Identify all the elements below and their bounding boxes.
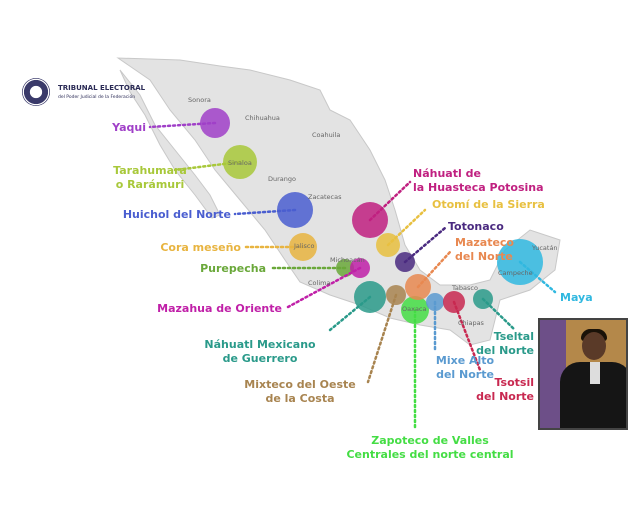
state-label: Oaxaca [402, 305, 427, 313]
state-label: Yucatán [531, 244, 558, 252]
logo-subtitle: del Poder Judicial de la Federación [58, 95, 136, 100]
state-label: Coahuila [312, 131, 340, 139]
leader-line [173, 160, 242, 172]
leader-line [452, 300, 482, 372]
state-label: Durango [268, 175, 296, 183]
state-labels: Sonora Chihuahua Coahuila Sinaloa Durang… [188, 96, 558, 327]
leader-line [386, 208, 427, 247]
leader-line [481, 297, 517, 332]
language-label: Otomí de la Sierra [432, 198, 545, 211]
language-label: Purepecha [200, 262, 266, 275]
leader-line [233, 208, 297, 216]
leader-line [368, 180, 412, 222]
language-label: Mazahua de Oriente [157, 302, 282, 315]
tribunal-seal-logo [22, 78, 50, 106]
language-label: Maya [560, 291, 593, 304]
state-label: Colima [308, 279, 330, 287]
leader-line [518, 260, 557, 294]
leader-line [416, 250, 452, 289]
state-label: Jalisco [293, 242, 314, 250]
state-label: Tabasco [451, 284, 478, 292]
state-label: Michoacán [330, 256, 365, 264]
language-label: Totonaco [448, 220, 504, 233]
state-label: Campeche [498, 269, 533, 277]
language-label: Huichol del Norte [123, 208, 231, 221]
sign-language-interpreter-video [538, 318, 628, 430]
state-label: Zacatecas [308, 193, 342, 201]
state-label: Chiapas [458, 319, 485, 327]
language-label: Cora meseño [160, 241, 241, 254]
logo-title: TRIBUNAL ELECTORAL [58, 84, 146, 92]
leader-line [366, 293, 398, 384]
leader-line [286, 266, 362, 309]
state-label: Sinaloa [228, 159, 252, 167]
language-label: Yaqui [111, 121, 146, 134]
mexico-land [116, 57, 561, 346]
state-label: Chihuahua [245, 114, 280, 122]
leader-line [328, 295, 372, 332]
leader-line [403, 226, 447, 264]
tribunal-logo-text: TRIBUNAL ELECTORAL del Poder Judicial de… [58, 84, 145, 102]
state-label: Sonora [188, 96, 211, 104]
leader-line [148, 121, 217, 129]
